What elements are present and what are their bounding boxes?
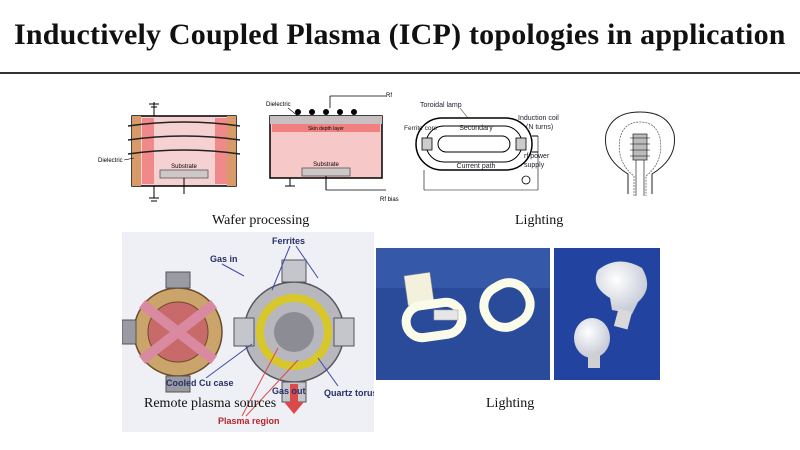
- caption-lighting-top: Lighting: [515, 213, 564, 228]
- substrate-label: Substrate: [171, 164, 197, 170]
- title-divider: [0, 72, 800, 74]
- gas-out-label: Gas out: [272, 386, 306, 396]
- wafer-chamber-diagram-right: Dielectric Rf Skin depth layer Substrate…: [240, 86, 400, 208]
- coil-labels: Induction coil (N turns) rf power supply: [514, 110, 574, 190]
- gas-in-label: Gas in: [210, 254, 238, 264]
- ferrites-label: Ferrites: [272, 236, 305, 246]
- toroidal-lamp-diagram: Toroidal lamp Ferrite core Secondary Cur…: [404, 98, 552, 198]
- current-path-label: Current path: [457, 163, 496, 170]
- rf-power-label: rf power: [524, 153, 550, 160]
- skin-depth-label: Skin depth layer: [308, 126, 344, 132]
- supply-label: supply: [524, 162, 545, 169]
- plasma-region-label: Plasma region: [218, 416, 280, 426]
- dielectric-label: Dielectric: [98, 158, 123, 164]
- dielectric-label-right: Dielectric: [266, 102, 291, 108]
- remote-source-unit-right: [233, 259, 355, 414]
- toroidal-lamp-label: Toroidal lamp: [420, 102, 462, 109]
- cfl-bulb-photo: [554, 248, 660, 380]
- remote-source-unit-left: [122, 271, 223, 393]
- induction-coil-label: Induction coil: [518, 115, 559, 122]
- quartz-torus-label: Quartz torus: [324, 388, 374, 398]
- substrate-label-right: Substrate: [313, 162, 339, 168]
- rf-bias-label: Rf bias: [380, 197, 399, 203]
- caption-lighting-bottom: Lighting: [486, 396, 535, 411]
- caption-wafer-processing: Wafer processing: [212, 213, 310, 228]
- cooled-cu-case-label: Cooled Cu case: [166, 378, 234, 388]
- secondary-label: Secondary: [459, 125, 493, 132]
- rf-label: Rf: [386, 93, 392, 99]
- slide-title: Inductively Coupled Plasma (ICP) topolog…: [14, 18, 786, 51]
- remote-plasma-source-image: Ferrites Gas in Cooled Cu case Gas out Q…: [122, 232, 374, 432]
- toroidal-lamp-photo: [376, 248, 550, 380]
- wafer-chamber-diagram-left: Substrate Dielectric: [98, 98, 240, 208]
- bulb-cross-section-diagram: [588, 104, 698, 200]
- n-turns-label: (N turns): [526, 124, 553, 131]
- caption-remote-plasma: Remote plasma sources: [144, 396, 277, 411]
